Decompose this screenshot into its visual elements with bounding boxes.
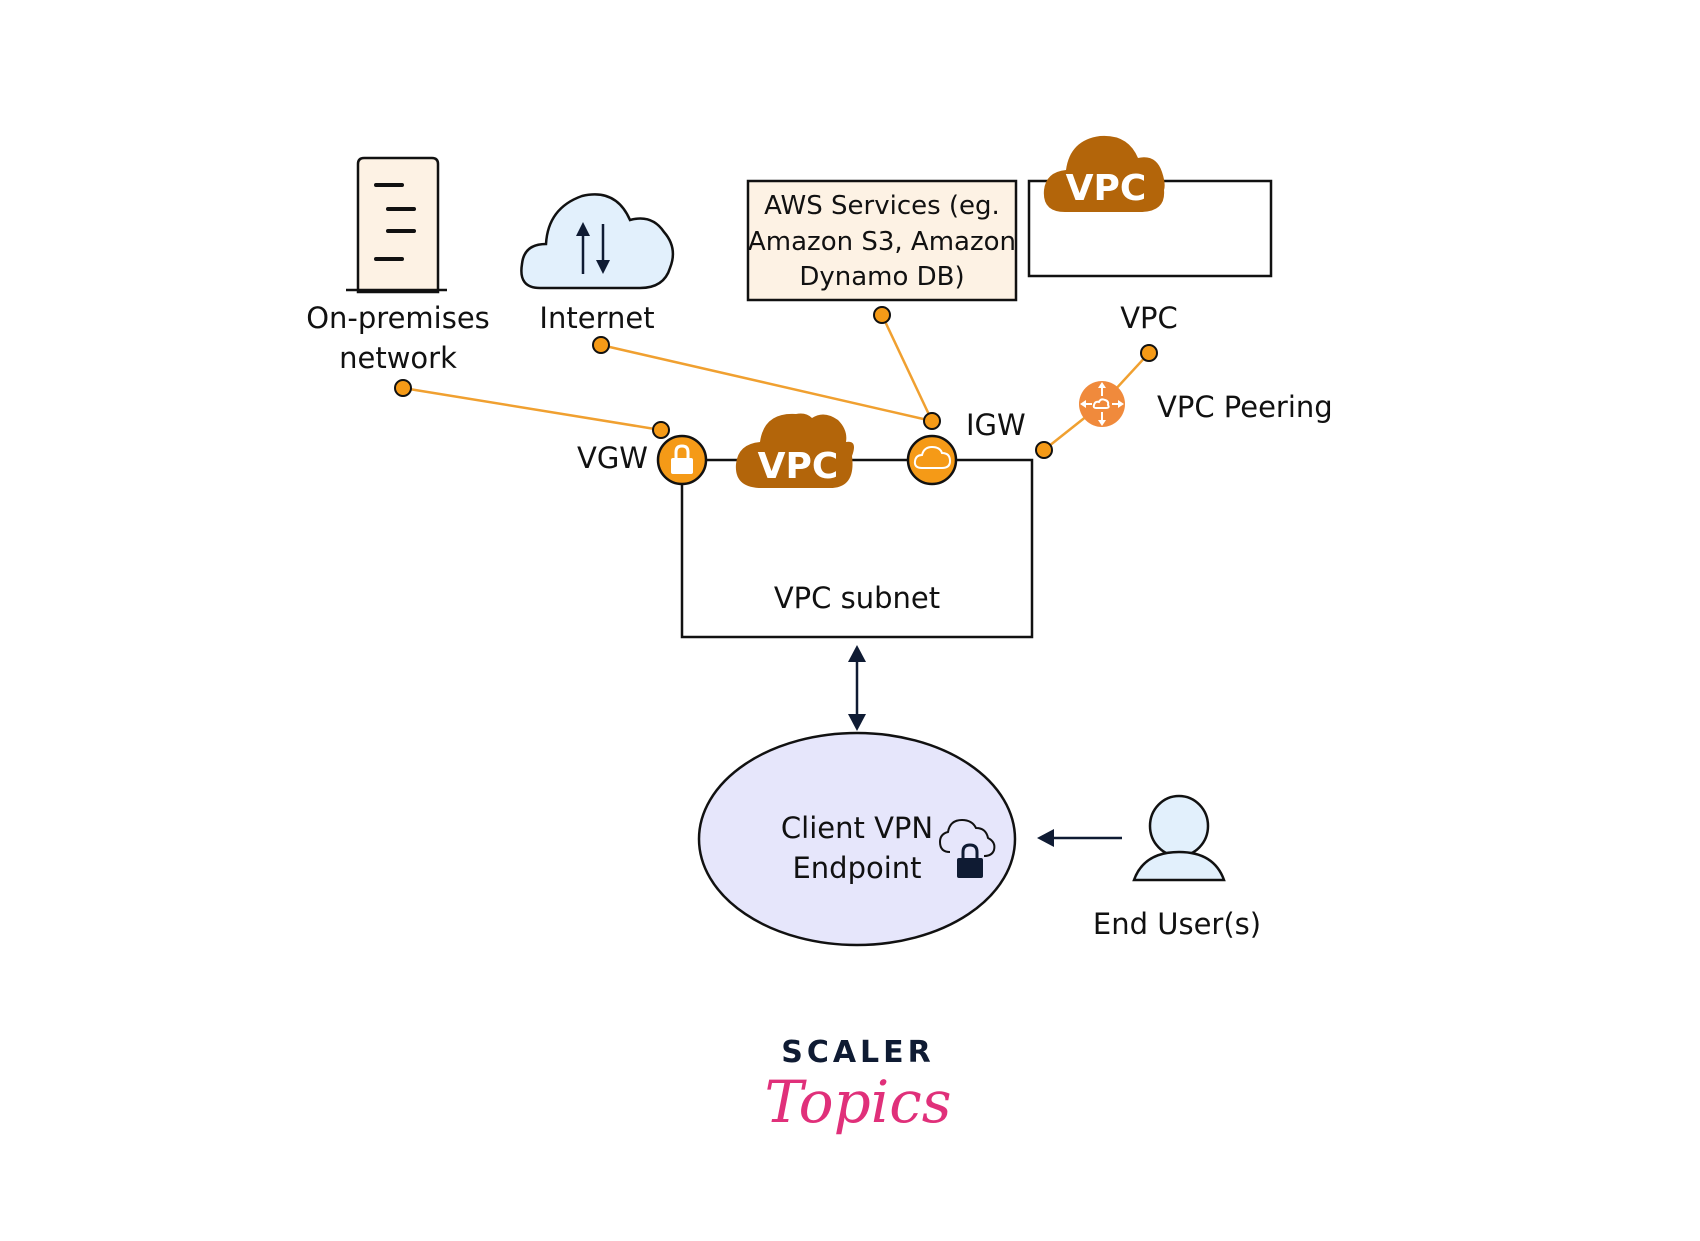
edge-awsservices-igw xyxy=(880,314,934,422)
brand-scaler-text: SCALER xyxy=(781,1035,935,1070)
vgw-node[interactable]: VGW xyxy=(577,421,708,486)
main-vpc-cloud-badge: VPC xyxy=(735,413,854,488)
on-premises-label-line2: network xyxy=(339,341,457,375)
aws-services-label-line1: AWS Services (eg. xyxy=(764,191,1000,221)
scaler-topics-logo: SCALER Topics xyxy=(764,1035,951,1136)
client-vpn-label-line2: Endpoint xyxy=(792,851,921,885)
server-icon xyxy=(346,156,447,294)
connectors xyxy=(402,314,1150,451)
igw-connector-dot[interactable] xyxy=(923,412,941,430)
cloud-icon xyxy=(913,445,952,469)
aws-services-box xyxy=(746,179,1018,302)
on-premises-label-line1: On-premises xyxy=(306,301,490,335)
vpc-subnet-node[interactable]: VPC subnet xyxy=(680,441,1053,639)
igw-label: IGW xyxy=(966,408,1026,442)
aws-services-node[interactable]: AWS Services (eg. Amazon S3, Amazon Dyna… xyxy=(746,179,1018,324)
igw-node[interactable]: IGW xyxy=(906,408,1026,486)
peer-vpc-cloud-badge: VPC xyxy=(1043,135,1165,212)
edge-internet-igw xyxy=(600,343,933,423)
client-vpn-label-line1: Client VPN xyxy=(781,811,933,845)
end-users-node[interactable]: End User(s) xyxy=(1093,794,1261,941)
vpc-subnet-label: VPC subnet xyxy=(774,581,940,615)
peer-vpc-connector-dot[interactable] xyxy=(1140,344,1158,362)
cloud-lock-icon xyxy=(938,818,996,878)
end-users-label: End User(s) xyxy=(1093,907,1261,941)
peer-vpc-node[interactable]: VPC VPC xyxy=(1027,135,1273,362)
aws-services-connector-dot[interactable] xyxy=(873,306,891,324)
brand-topics-text: Topics xyxy=(764,1068,951,1136)
user-endpoint-arrow xyxy=(1037,829,1122,847)
vgw-connector-dot[interactable] xyxy=(652,421,670,439)
aws-services-label-line2: Amazon S3, Amazon xyxy=(748,227,1016,257)
peer-vpc-label: VPC xyxy=(1120,301,1178,335)
cloud-transfer-icon xyxy=(520,193,675,290)
internet-connector-dot[interactable] xyxy=(592,336,610,354)
internet-node[interactable]: Internet xyxy=(520,193,675,354)
vpc-peering-node[interactable]: VPC Peering xyxy=(1079,381,1333,427)
on-premises-node[interactable]: On-premises network xyxy=(306,156,490,397)
vgw-label: VGW xyxy=(577,441,648,475)
peering-router-icon xyxy=(1079,381,1125,427)
vpc-peering-label: VPC Peering xyxy=(1157,390,1333,424)
aws-services-label-line3: Dynamo DB) xyxy=(799,262,964,292)
on-premises-connector-dot[interactable] xyxy=(394,379,412,397)
vpc-subnet-box xyxy=(680,458,1034,639)
subnet-endpoint-double-arrow xyxy=(848,645,866,731)
user-icon xyxy=(1132,794,1226,882)
subnet-peering-connector-dot[interactable] xyxy=(1035,441,1053,459)
client-vpn-endpoint-node[interactable]: Client VPN Endpoint xyxy=(697,731,1017,947)
lock-icon xyxy=(671,444,693,474)
internet-label: Internet xyxy=(539,301,654,335)
main-vpc-badge-text: VPC xyxy=(758,446,839,487)
edge-onprem-vgw xyxy=(402,386,662,432)
peer-vpc-badge-text: VPC xyxy=(1066,168,1147,209)
